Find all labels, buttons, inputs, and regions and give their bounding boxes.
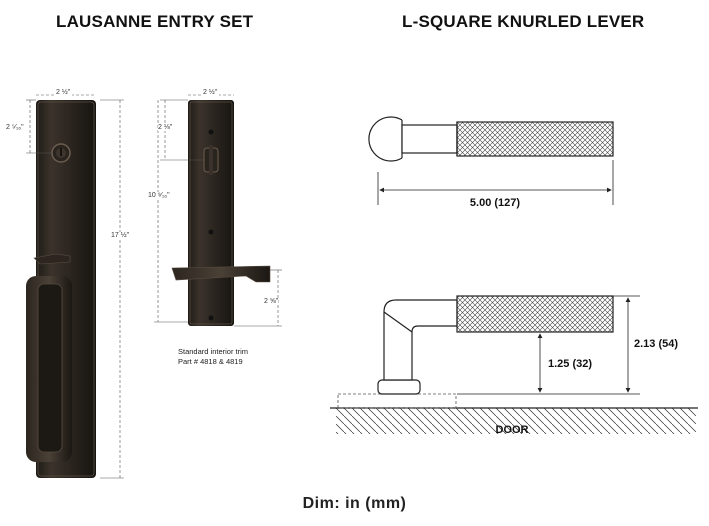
lever-top-view (368, 116, 614, 162)
exterior-plate (26, 100, 96, 478)
outer-projection-label: 2.13 (54) (634, 338, 678, 350)
exterior-cylinder-offset-label: 2 ⁵⁄₁₆" (6, 124, 24, 131)
inner-projection-label: 1.25 (32) (548, 358, 592, 370)
exterior-width-label: 2 ½" (54, 89, 73, 96)
interior-plate (171, 100, 271, 326)
lever-side-view (330, 295, 698, 434)
caption-line-1: Standard interior trim (178, 347, 249, 356)
door-label: DOOR (496, 424, 529, 436)
exterior-height-label: 17 ½" (111, 232, 130, 239)
interior-thumbturn-offset-label: 2 ⅛" (158, 124, 173, 131)
units-footer: Dim: in (mm) (302, 495, 407, 512)
interior-spacing-label: 10 ⁹⁄₁₆" (148, 192, 170, 199)
lever-title: L-SQUARE KNURLED LEVER (402, 12, 645, 31)
trim-caption: Standard interior trim Part # 4818 & 481… (178, 347, 248, 367)
interior-lever-offset-label: 2 ⅝" (264, 298, 279, 305)
interior-width-label: 2 ½" (201, 89, 220, 96)
lever-length-dimension (377, 160, 614, 205)
lever-length-label: 5.00 (127) (470, 197, 520, 209)
entry-set-title: LAUSANNE ENTRY SET (56, 12, 254, 31)
lever-projection-dimensions (457, 295, 640, 395)
caption-line-2: Part # 4818 & 4819 (178, 357, 243, 366)
